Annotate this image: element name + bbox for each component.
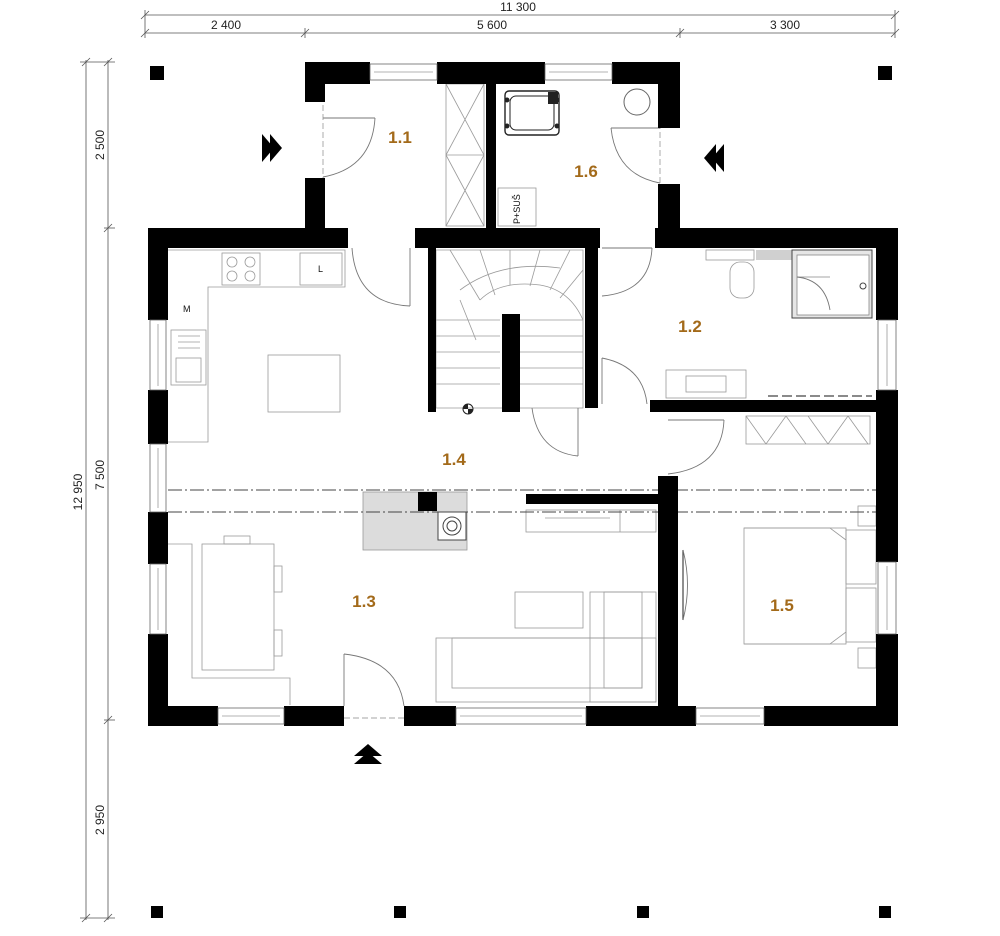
room-1-4-label: 1.4 [442,450,466,469]
room-1-6-label: 1.6 [574,162,598,181]
room-1-1-label: 1.1 [388,128,412,147]
room-1-5-label: 1.5 [770,596,794,615]
entry-arrow-1-6-a-icon [712,144,724,172]
left-dimension-lines [80,57,115,923]
furniture [168,83,877,705]
room-1-3-label: 1.3 [352,592,376,611]
entry-arrow-1-1-b-icon [270,134,282,162]
dim-top-right: 3 300 [770,18,800,32]
entry-arrow-main-b-icon [354,752,382,764]
washer-dryer-label: P+SUŠ [512,194,522,224]
dim-top-mid: 5 600 [477,18,507,32]
top-dimension-lines [140,10,900,38]
windows [149,63,897,725]
dim-left-total: 12 950 [71,473,85,510]
dim-left-mid: 7 500 [93,460,107,490]
dim-top-left: 2 400 [211,18,241,32]
entry-arrow-main-a-icon [354,744,382,756]
entrance-arrows [262,134,724,764]
room-1-2-label: 1.2 [678,317,702,336]
entry-arrow-1-1-a-icon [262,134,274,162]
entry-arrow-1-6-b-icon [704,144,716,172]
fridge-label: L [318,264,323,274]
column-markers [150,66,892,918]
microwave-label: M [183,304,191,314]
walls [148,62,898,726]
dim-top-total: 11 300 [500,0,536,14]
dim-left-top: 2 500 [93,130,107,160]
dim-left-bottom: 2 950 [93,805,107,835]
